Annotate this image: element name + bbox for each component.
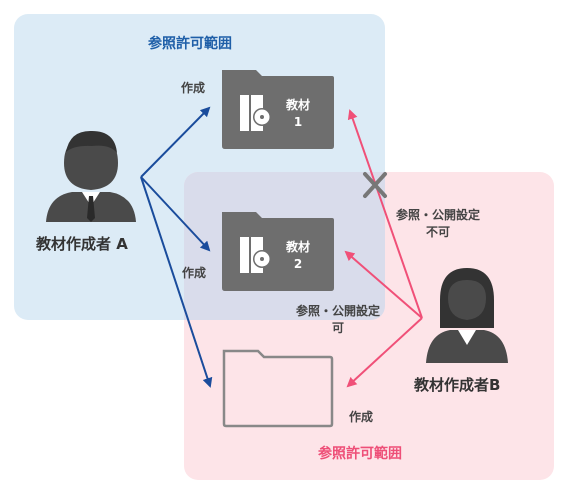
share-denied-label: 参照・公開設定 不可 <box>396 207 480 241</box>
blue-zone-title: 参照許可範囲 <box>148 36 232 52</box>
arrow-b-to-folder-1 <box>347 109 423 319</box>
folder-1-label: 教材 1 <box>278 97 318 131</box>
folder-2-label-line1: 教材 <box>285 240 310 254</box>
folder-2[interactable] <box>222 212 334 291</box>
share-allowed-label: 参照・公開設定 可 <box>296 303 380 337</box>
disc-book-icon <box>240 237 271 273</box>
folder-3[interactable] <box>222 349 334 428</box>
folder-2-label-line2: 2 <box>293 257 303 271</box>
folder-1[interactable] <box>222 70 334 149</box>
user-a-name: 教材作成者 A <box>36 235 128 253</box>
female-user-icon <box>426 268 508 363</box>
share-denied-line1: 参照・公開設定 <box>396 208 481 222</box>
folder-1-label-line1: 教材 <box>285 98 310 112</box>
arrow-a-to-folder-3 <box>140 176 213 388</box>
arrow-b-to-folder-3 <box>346 317 423 388</box>
folder-2-label: 教材 2 <box>278 239 318 273</box>
male-user-icon <box>46 130 136 222</box>
empty-folder-icon <box>222 349 334 428</box>
pink-zone-title: 参照許可範囲 <box>318 446 402 462</box>
share-allowed-line2: 可 <box>332 321 345 335</box>
user-b-name: 教材作成者B <box>414 376 501 394</box>
share-denied-line2: 不可 <box>426 225 451 239</box>
disc-book-icon <box>240 95 271 131</box>
arrow-b-to-folder-2 <box>344 250 423 319</box>
folder-1-label-line2: 1 <box>293 115 303 129</box>
create-label-folder-1: 作成 <box>181 81 206 95</box>
share-allowed-line1: 参照・公開設定 <box>296 304 381 318</box>
create-label-folder-2: 作成 <box>182 266 207 280</box>
arrow-a-to-folder-1 <box>140 106 211 178</box>
create-label-folder-3: 作成 <box>349 410 374 424</box>
arrow-a-to-folder-2 <box>140 176 211 252</box>
denied-cross-icon <box>363 172 387 198</box>
